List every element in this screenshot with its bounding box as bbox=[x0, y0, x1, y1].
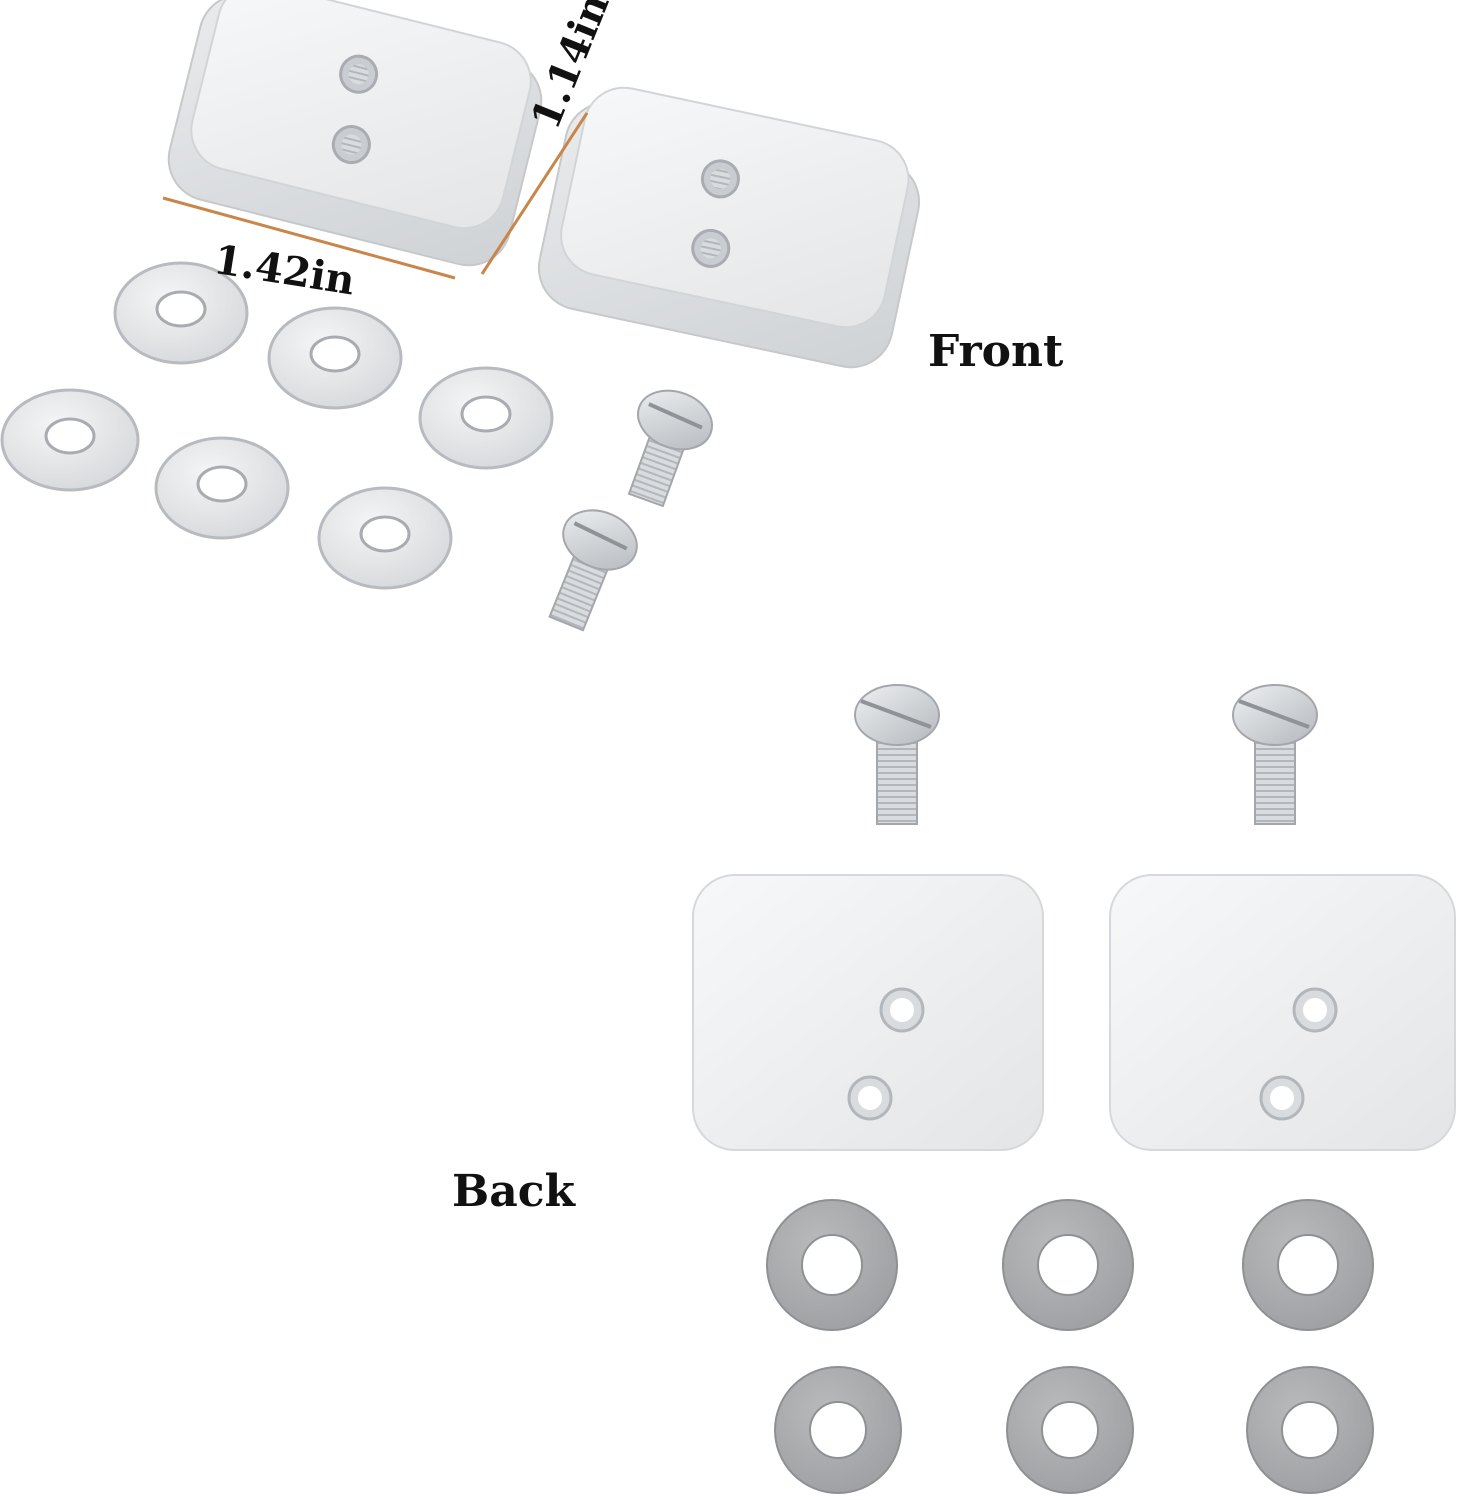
front-plate-2 bbox=[537, 86, 921, 369]
back-screw-2 bbox=[1232, 684, 1318, 825]
back-washers bbox=[766, 1199, 1374, 1494]
front-screw-2 bbox=[548, 509, 638, 632]
back-screw-1 bbox=[854, 684, 940, 825]
front-washers bbox=[0, 261, 554, 590]
front-screw-1 bbox=[627, 389, 713, 508]
back-label: Back bbox=[452, 1166, 575, 1217]
front-plate-1 bbox=[167, 0, 543, 267]
width-dimension-line bbox=[162, 196, 456, 280]
back-plate-1 bbox=[692, 874, 1044, 1151]
front-label: Front bbox=[928, 326, 1064, 377]
height-dimension-line bbox=[480, 112, 589, 275]
back-plate-2 bbox=[1109, 874, 1456, 1151]
